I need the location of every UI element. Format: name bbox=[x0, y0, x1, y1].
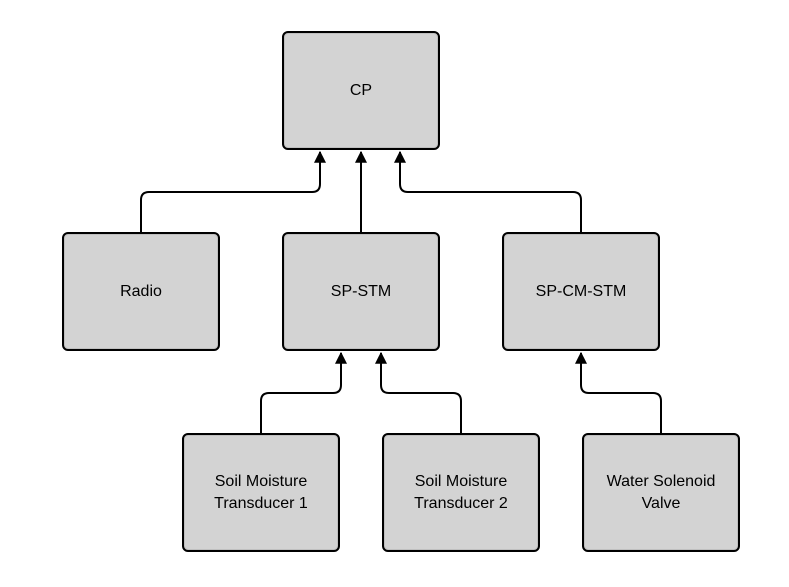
node-cp: CP bbox=[282, 31, 440, 150]
edge-smt2-to-spstm bbox=[375, 351, 462, 433]
edge-spcmstm-to-cp bbox=[394, 150, 582, 232]
node-soil-moisture-transducer-1: Soil Moisture Transducer 1 bbox=[182, 433, 340, 552]
node-water-solenoid-valve: Water Solenoid Valve bbox=[582, 433, 740, 552]
edge-radio-to-cp bbox=[140, 150, 326, 232]
node-sp-stm: SP-STM bbox=[282, 232, 440, 351]
edge-smt1-to-spstm bbox=[260, 351, 347, 433]
node-radio: Radio bbox=[62, 232, 220, 351]
edge-wsv-to-spcmstm bbox=[575, 351, 662, 433]
node-soil-moisture-transducer-2: Soil Moisture Transducer 2 bbox=[382, 433, 540, 552]
node-sp-cm-stm: SP-CM-STM bbox=[502, 232, 660, 351]
